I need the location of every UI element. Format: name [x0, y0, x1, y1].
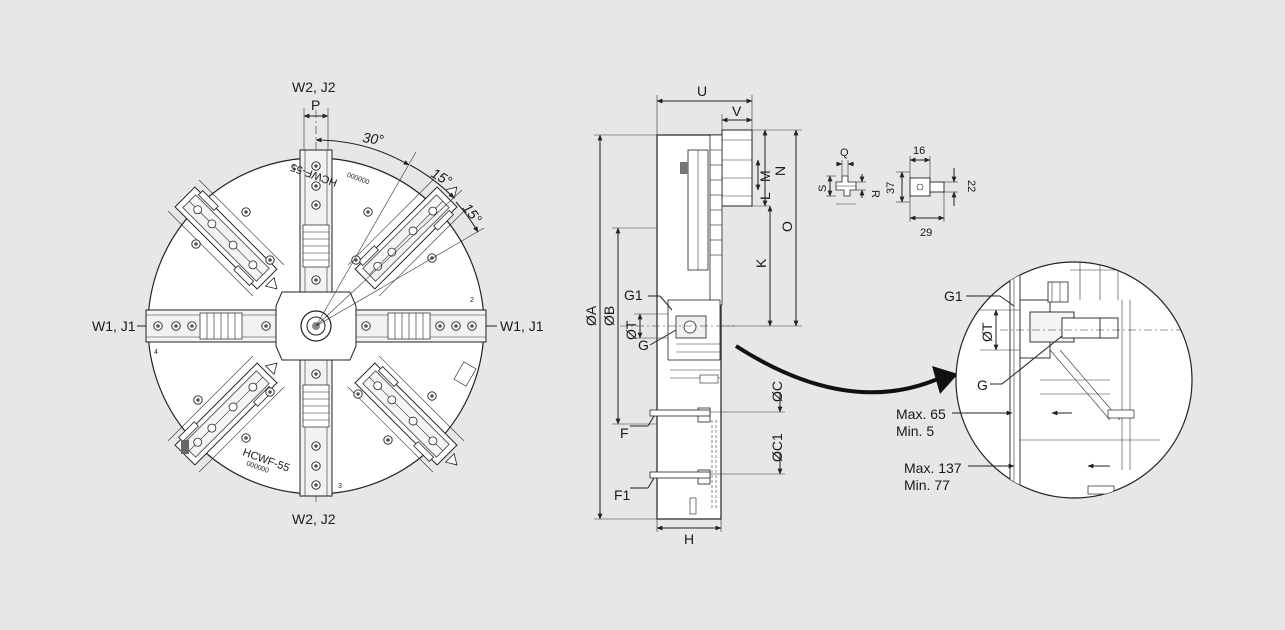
detail-view: ØT G1 G Max. 65 Min. 5 Max. 137 Min. 77 [896, 261, 1193, 499]
nut-width-16: 16 [913, 145, 925, 157]
position-number-4: 4 [154, 349, 158, 356]
nut-depth-22: 22 [965, 180, 977, 192]
dim-r: R [869, 190, 881, 198]
front-view: HCWF-55 000000 HCWF-55 000000 1 2 3 4 W2… [92, 79, 544, 527]
position-number-2: 2 [470, 297, 474, 304]
dim-o: O [779, 221, 795, 232]
angle-30: 30° [362, 129, 386, 148]
detail-dim-t: ØT [979, 322, 995, 342]
dim-h: H [684, 531, 694, 547]
dim-q: Q [840, 147, 849, 159]
nut-height-37: 37 [885, 182, 897, 194]
dim-c: ØC [769, 381, 785, 402]
dim-m: M [757, 170, 773, 182]
dim-b: ØB [601, 306, 617, 326]
stroke-2-min: Min. 77 [904, 477, 950, 493]
dim-p: P [311, 97, 320, 113]
label-w1-j1-left: W1, J1 [92, 318, 136, 334]
label-w2-j2-bottom: W2, J2 [292, 511, 336, 527]
label-f: F [620, 425, 629, 441]
jaw-nut-detail: 16 37 29 22 [885, 145, 977, 239]
callout-arrow [734, 344, 941, 395]
position-number-1: 1 [292, 165, 296, 172]
dim-a: ØA [583, 305, 599, 326]
dim-n: N [772, 166, 788, 176]
stroke-1-min: Min. 5 [896, 423, 934, 439]
dim-c1: ØC1 [769, 433, 785, 462]
position-number-3: 3 [338, 483, 342, 490]
dim-l: L [757, 192, 773, 200]
detail-label-g: G [977, 377, 988, 393]
stroke-2-max: Max. 137 [904, 460, 962, 476]
label-f1: F1 [614, 487, 631, 503]
angle-15-first: 15° [429, 165, 456, 190]
detail-label-g1: G1 [944, 288, 963, 304]
stroke-1-max: Max. 65 [896, 406, 946, 422]
dim-s: S [817, 185, 829, 192]
nut-length-29: 29 [920, 227, 932, 239]
label-g1: G1 [624, 287, 643, 303]
top-jaw-block [721, 129, 753, 207]
label-w1-j1-right: W1, J1 [500, 318, 544, 334]
side-view: U V N M L O K ØA ØB ØT G1 G [583, 83, 802, 547]
jaw-profile-detail: Q S R [817, 147, 881, 205]
angle-15-second: 15° [460, 200, 486, 227]
label-w2-j2-top: W2, J2 [292, 79, 336, 95]
dim-t: ØT [623, 320, 639, 340]
label-g: G [638, 337, 649, 353]
dim-k: K [753, 258, 769, 268]
dim-u: U [697, 83, 707, 99]
dim-v: V [732, 103, 742, 119]
